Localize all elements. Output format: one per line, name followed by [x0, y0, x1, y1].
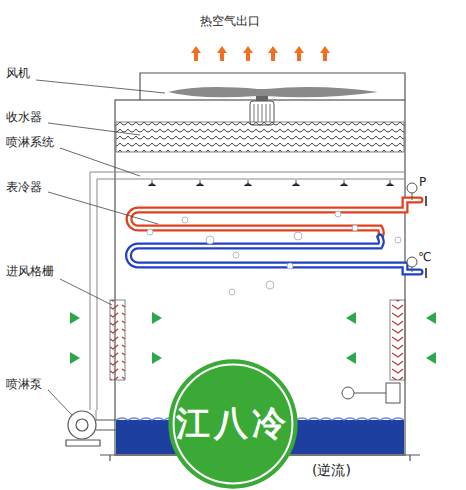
air-in-arrows — [346, 352, 356, 364]
drift-eliminator — [116, 122, 404, 152]
fan — [168, 87, 378, 125]
droplets — [294, 232, 302, 240]
float-valve — [386, 383, 400, 403]
air-in-arrows — [346, 312, 356, 324]
leader-lines — [60, 148, 140, 176]
fan — [254, 104, 270, 122]
droplets — [147, 229, 153, 235]
gauge-label: P — [419, 175, 426, 189]
spray-pump — [66, 411, 116, 446]
droplets — [147, 211, 401, 295]
float-valve — [342, 383, 400, 403]
air-in-arrows — [70, 352, 80, 364]
hot-air-arrows — [268, 46, 278, 61]
air-in-arrows — [152, 312, 162, 324]
logo-fill — [168, 359, 297, 488]
droplets — [182, 217, 188, 223]
spray-pump — [76, 419, 88, 431]
spray-pump — [68, 411, 96, 439]
hot-air-arrows — [217, 46, 227, 61]
part-label: 喷淋泵 — [6, 377, 42, 391]
gauge-label: ℃ — [418, 250, 431, 264]
gauges — [407, 183, 417, 193]
fan-housing — [140, 73, 405, 100]
droplets — [266, 281, 274, 289]
droplets — [352, 225, 358, 231]
logo-text: 江八冷 — [176, 401, 290, 447]
air-in-arrows — [426, 352, 436, 364]
droplets — [287, 263, 293, 269]
leader-lines — [36, 80, 165, 93]
nozzles — [148, 180, 394, 186]
fan — [250, 101, 274, 125]
coil — [129, 237, 421, 272]
coil — [129, 200, 421, 272]
nozzles — [244, 180, 252, 186]
hot-air-arrows — [320, 46, 330, 61]
flow-type-label: (逆流) — [312, 462, 351, 479]
hot-air-arrows — [191, 46, 201, 61]
part-label: 收水器 — [6, 110, 42, 124]
spray-pump — [96, 420, 116, 430]
logo-ring — [174, 365, 293, 484]
droplets — [233, 252, 239, 258]
droplets — [395, 237, 401, 243]
nozzles — [292, 180, 300, 186]
logo-text-wrap: 江八冷 — [167, 358, 299, 490]
air-in-arrows — [426, 312, 436, 324]
leader-lines — [48, 390, 72, 415]
coil — [129, 200, 420, 237]
nozzles — [148, 180, 156, 186]
droplets — [206, 236, 214, 244]
leader-lines — [60, 279, 112, 305]
nozzles — [386, 180, 394, 186]
part-label: 喷淋系统 — [6, 135, 54, 149]
air-in-arrows — [152, 352, 162, 364]
gauges — [425, 196, 427, 278]
hot-air-arrows — [243, 46, 253, 61]
nozzles — [196, 180, 204, 186]
leader-lines — [48, 123, 140, 135]
droplets — [335, 211, 341, 217]
fan — [256, 96, 268, 101]
gauges — [412, 267, 413, 272]
hot-air-arrows — [191, 46, 330, 61]
air-inlet-louver — [110, 300, 125, 380]
leader-lines — [48, 192, 158, 224]
part-label: 进风格栅 — [6, 264, 54, 278]
air-inlet-louver — [390, 300, 405, 380]
float-valve — [342, 387, 354, 399]
air-in-arrows — [70, 312, 80, 324]
outlet-label: 热空气出口 — [200, 14, 260, 28]
coil — [129, 237, 421, 272]
coil — [129, 200, 420, 237]
float-valve — [354, 393, 386, 394]
gauges — [412, 193, 413, 200]
logo-circle: 江八冷 — [167, 358, 299, 490]
droplets — [229, 289, 235, 295]
spray-pump — [66, 440, 100, 446]
part-label: 表冷器 — [6, 180, 42, 194]
hot-air-arrows — [294, 46, 304, 61]
leader-lines — [36, 80, 165, 415]
fan — [168, 87, 378, 97]
air-in-arrows — [70, 312, 436, 364]
part-label: 风机 — [6, 66, 30, 80]
nozzles — [340, 180, 348, 186]
gauges — [407, 257, 417, 267]
